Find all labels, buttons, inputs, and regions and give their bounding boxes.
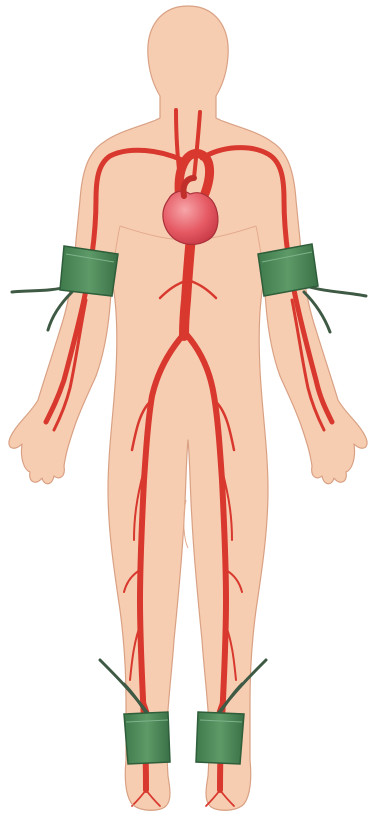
- cuff-tube: [306, 286, 366, 296]
- heart-shape: [163, 191, 218, 244]
